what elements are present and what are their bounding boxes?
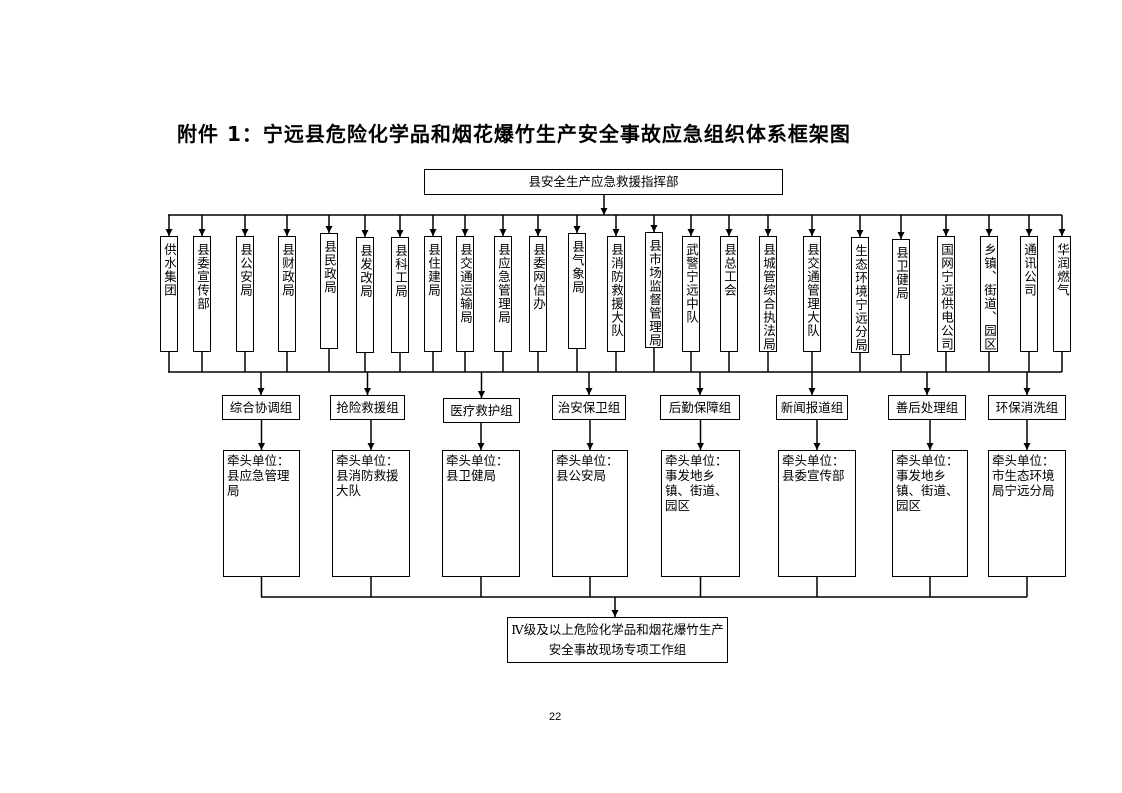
arrowhead: [600, 208, 608, 215]
member-unit-box: 华润燃气: [1053, 236, 1071, 352]
arrowhead: [586, 443, 594, 450]
arrowhead: [429, 229, 437, 236]
member-unit-box: 县城管综合执法局: [759, 236, 777, 352]
arrowhead: [461, 229, 469, 236]
command-box: 县安全生产应急救援指挥部: [424, 169, 783, 195]
member-unit-box: 县财政局: [278, 236, 296, 352]
member-unit-box: 县委宣传部: [193, 236, 211, 352]
member-unit-box: 县消防救援大队: [607, 236, 625, 352]
arrowhead: [367, 443, 375, 450]
member-unit-box: 县卫健局: [892, 239, 910, 355]
final-line-1: Ⅳ级及以上危险化学品和烟花爆竹生产: [511, 622, 724, 637]
arrowhead: [477, 443, 485, 450]
page-number: 22: [549, 711, 562, 723]
member-unit-box: 县交通运输局: [456, 236, 474, 352]
arrowhead: [897, 232, 905, 239]
arrowhead: [396, 230, 404, 237]
arrowhead: [478, 391, 485, 398]
arrowhead: [1023, 443, 1031, 450]
group-name-box: 综合协调组: [222, 395, 300, 420]
arrowhead: [856, 230, 864, 237]
group-lead-box: 牵头单位：县应急管理局: [223, 450, 300, 577]
member-unit-box: 通讯公司: [1020, 236, 1038, 352]
member-unit-box: 县应急管理局: [494, 236, 512, 352]
arrowhead: [241, 229, 249, 236]
arrowhead: [687, 229, 695, 236]
group-lead-box: 牵头单位：事发地乡镇、街道、园区: [661, 450, 740, 577]
member-unit-box: 县住建局: [424, 236, 442, 352]
group-lead-box: 牵头单位：县委宣传部: [778, 450, 856, 577]
arrowhead: [611, 610, 619, 617]
member-unit-box: 乡镇、街道、园区: [980, 236, 998, 352]
final-workgroup-box: Ⅳ级及以上危险化学品和烟花爆竹生产 安全事故现场专项工作组: [507, 617, 728, 663]
group-lead-box: 牵头单位：市生态环境局宁远分局: [988, 450, 1066, 577]
arrowhead: [813, 443, 821, 450]
arrowhead: [764, 229, 772, 236]
arrowhead: [534, 229, 542, 236]
group-name-box: 治安保卫组: [552, 395, 626, 420]
group-name-box: 善后处理组: [888, 395, 966, 420]
arrowhead: [942, 229, 950, 236]
member-unit-box: 县总工会: [720, 236, 738, 352]
arrowhead: [361, 230, 369, 237]
arrowhead: [1025, 229, 1033, 236]
arrowhead: [985, 229, 993, 236]
arrowhead: [165, 229, 173, 236]
member-unit-box: 县科工局: [391, 237, 409, 353]
member-unit-box: 国网宁远供电公司: [937, 236, 955, 352]
arrowhead: [585, 388, 593, 395]
member-unit-box: 县气象局: [568, 233, 586, 349]
arrowhead: [697, 443, 704, 450]
member-unit-box: 县公安局: [236, 236, 254, 352]
arrowhead: [257, 388, 265, 395]
arrowhead: [198, 229, 206, 236]
member-unit-box: 县民政局: [320, 233, 338, 349]
arrowhead: [1058, 229, 1066, 236]
member-unit-box: 武警宁远中队: [682, 236, 700, 352]
member-unit-box: 生态环境宁远分局: [851, 237, 869, 353]
arrowhead: [808, 229, 816, 236]
member-unit-box: 县市场监督管理局: [645, 232, 663, 348]
arrowhead: [573, 226, 581, 233]
group-name-box: 新闻报道组: [776, 395, 848, 420]
arrowhead: [1023, 388, 1031, 395]
arrowhead: [499, 229, 507, 236]
final-line-2: 安全事故现场专项工作组: [548, 642, 687, 657]
arrowhead: [696, 388, 704, 395]
group-lead-box: 牵头单位：事发地乡镇、街道、园区: [892, 450, 968, 577]
arrowhead: [923, 388, 931, 395]
group-name-box: 医疗救护组: [443, 398, 520, 423]
arrowhead: [612, 229, 620, 236]
group-lead-box: 牵头单位：县卫健局: [442, 450, 520, 577]
group-lead-box: 牵头单位：县消防救援大队: [332, 450, 410, 577]
arrowhead: [926, 443, 934, 450]
member-unit-box: 供水集团: [160, 236, 178, 352]
group-lead-box: 牵头单位：县公安局: [552, 450, 628, 577]
group-name-box: 抢险救援组: [330, 395, 405, 420]
arrowhead: [650, 225, 658, 232]
arrowhead: [283, 229, 291, 236]
arrowhead: [325, 226, 333, 233]
arrowhead: [258, 443, 265, 450]
page-title: 附件 1：宁远县危险化学品和烟花爆竹生产安全事故应急组织体系框架图: [177, 122, 851, 146]
arrowhead: [808, 388, 816, 395]
member-unit-box: 县发改局: [356, 237, 374, 353]
arrowhead: [725, 229, 733, 236]
member-unit-box: 县委网信办: [529, 236, 547, 352]
arrowhead: [364, 388, 371, 395]
group-name-box: 环保消洗组: [988, 395, 1066, 420]
group-name-box: 后勤保障组: [660, 395, 740, 420]
member-unit-box: 县交通管理大队: [803, 236, 821, 352]
